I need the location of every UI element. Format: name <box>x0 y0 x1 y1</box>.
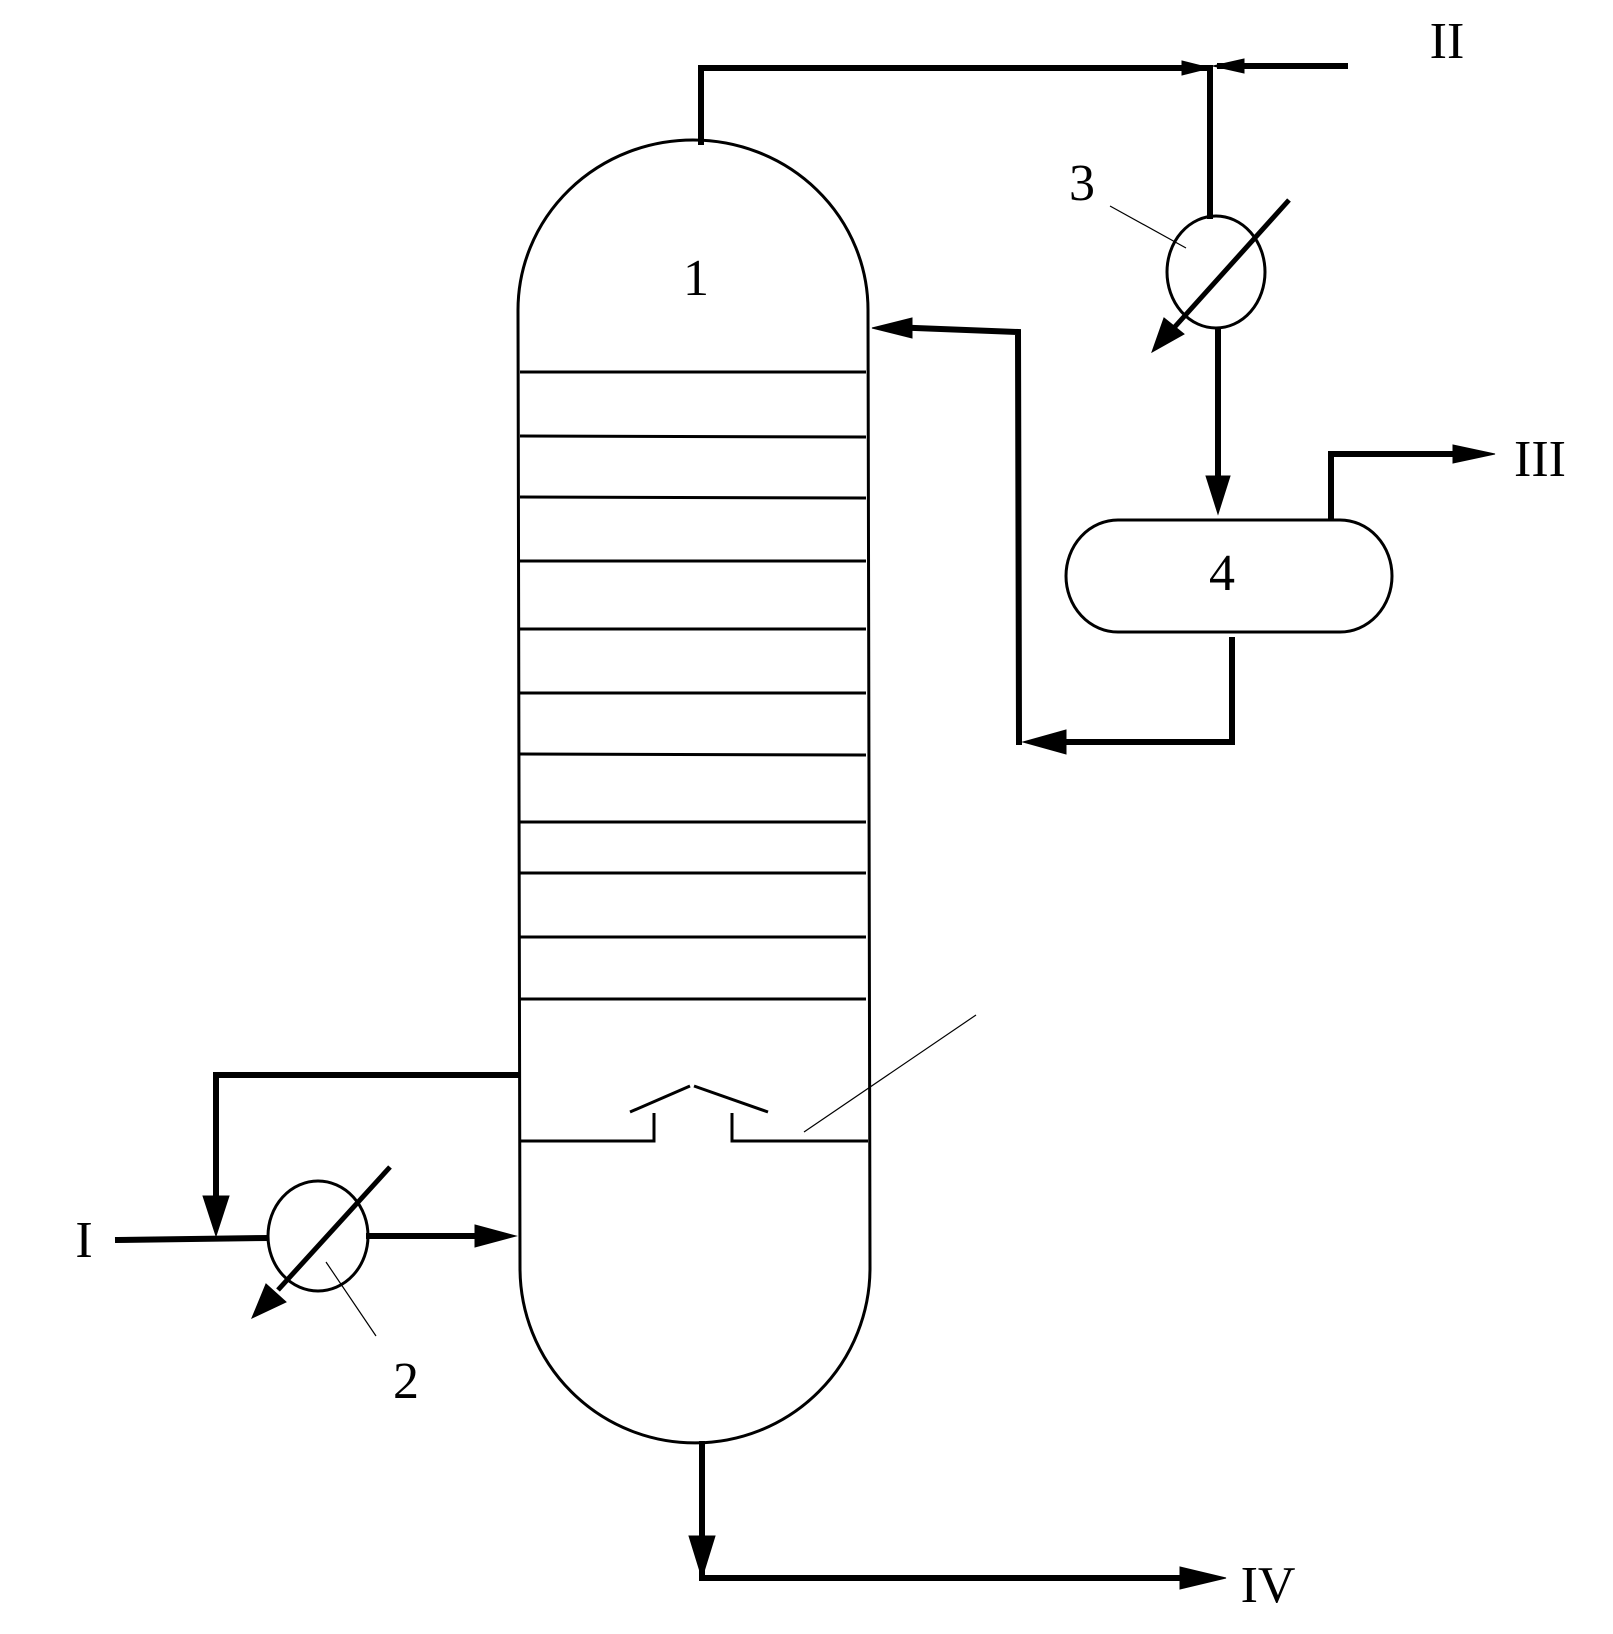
heater-2 <box>251 1165 392 1337</box>
tray-2 <box>519 434 867 439</box>
stream-iv-label: IV <box>1241 1557 1296 1614</box>
heater-2-leader-line <box>325 1261 377 1337</box>
stream-i-label: I <box>75 1212 92 1269</box>
stream-ii-label: II <box>1430 13 1465 70</box>
stream-iv-line <box>699 1441 1193 1581</box>
condenser-label: 3 <box>1069 155 1095 212</box>
stream-i-line <box>114 1234 270 1244</box>
reflux-line <box>1052 637 1235 745</box>
heater-label: 2 <box>393 1353 419 1410</box>
chimney-leader-line <box>803 1014 977 1133</box>
chimney-tray <box>520 1014 977 1143</box>
distillation-column <box>516 138 872 1445</box>
condenser-3 <box>1109 198 1291 354</box>
tray-3 <box>519 495 867 500</box>
stream-iii-line <box>1328 451 1463 521</box>
overhead-vapor-line <box>698 65 1208 145</box>
reflux-drum-4 <box>1064 518 1394 634</box>
column-trays <box>519 370 867 1001</box>
stream-iii-label: III <box>1514 431 1566 488</box>
drum-label: 4 <box>1209 545 1235 602</box>
column-label: 1 <box>683 250 709 307</box>
condenser-3-leader-line <box>1109 205 1187 249</box>
side-draw-line <box>213 1072 519 1203</box>
tray-7 <box>519 752 867 757</box>
reflux-riser-line <box>911 324 1023 746</box>
